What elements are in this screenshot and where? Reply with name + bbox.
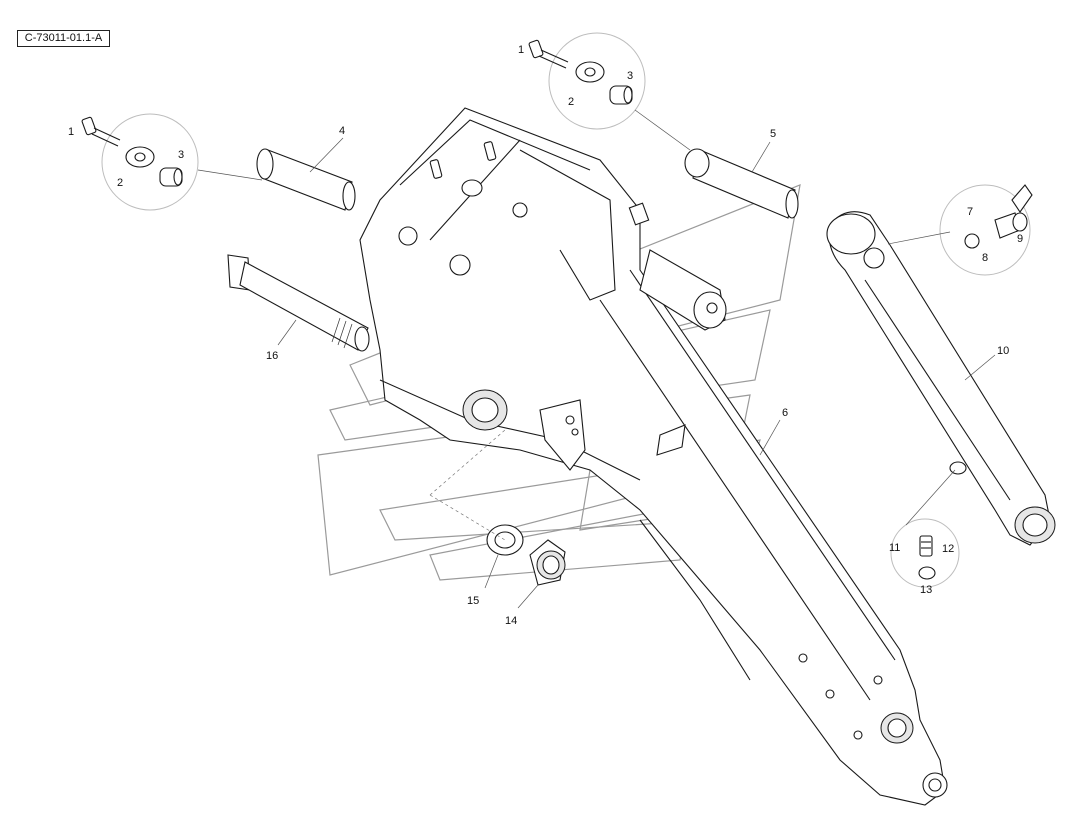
leader-lines <box>197 109 996 609</box>
detail-circle-bolt-washer-bushing-top <box>528 32 646 130</box>
callout-labels: 1 2 3 1 2 3 4 5 6 7 8 9 10 11 12 13 14 1… <box>68 44 1023 627</box>
diagram-reference-code: C-73011-01.1-A <box>17 30 110 47</box>
washer-part <box>575 61 605 83</box>
callout-1b: 1 <box>518 44 524 56</box>
callout-15: 15 <box>467 595 479 607</box>
identification-plate <box>656 424 686 456</box>
bolt-part <box>528 39 569 69</box>
callout-5: 5 <box>770 128 776 140</box>
boom-foot-pivot <box>880 712 948 798</box>
callout-7: 7 <box>967 206 973 218</box>
detail-circle-fitting-11-12-13 <box>890 518 960 588</box>
callout-4: 4 <box>339 125 345 137</box>
callout-3b: 3 <box>627 70 633 82</box>
pin-item-4 <box>256 148 356 211</box>
callout-9: 9 <box>1017 233 1023 245</box>
callout-14: 14 <box>505 615 517 627</box>
boom-item-6 <box>359 107 948 806</box>
washer-part <box>125 146 155 168</box>
mounting-bracket <box>539 399 586 471</box>
hydraulic-cylinder-item-10 <box>826 211 1056 546</box>
bushing-part <box>609 85 633 105</box>
ring-item-15 <box>486 524 524 556</box>
collar-item-14 <box>529 539 566 586</box>
callout-13: 13 <box>920 584 932 596</box>
callout-6: 6 <box>782 407 788 419</box>
pivot-clamp <box>462 389 508 431</box>
callout-8: 8 <box>982 252 988 264</box>
callout-12: 12 <box>942 543 954 555</box>
callout-2b: 2 <box>568 96 574 108</box>
bolt-part <box>81 116 121 147</box>
detail-circle-bolt-washer-bushing-left <box>81 113 199 211</box>
callout-16: 16 <box>266 350 278 362</box>
callout-11: 11 <box>889 542 900 554</box>
bushing-part <box>159 167 183 187</box>
elbow-fitting-part <box>994 184 1033 239</box>
pin-item-5 <box>684 148 799 219</box>
detail-circle-fitting-oring-elbow <box>939 184 1033 276</box>
callout-3a: 3 <box>178 149 184 161</box>
pin-item-16 <box>227 254 370 352</box>
callout-2a: 2 <box>117 177 123 189</box>
small-cylinder-body <box>628 202 727 331</box>
callout-1a: 1 <box>68 126 74 138</box>
callout-10: 10 <box>997 345 1009 357</box>
